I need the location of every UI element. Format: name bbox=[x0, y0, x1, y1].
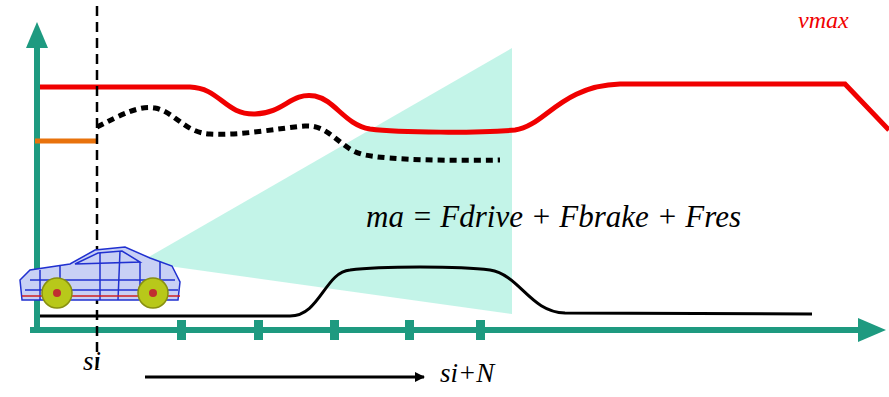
vmax-curve bbox=[40, 84, 889, 132]
horizon-arrow bbox=[145, 376, 424, 379]
start-position: si bbox=[83, 348, 101, 375]
horizon-end: si+N bbox=[440, 360, 494, 387]
vmax-label: vmax bbox=[798, 8, 849, 32]
axes bbox=[26, 22, 886, 342]
planned-speed bbox=[97, 107, 500, 160]
current-speed bbox=[35, 139, 97, 144]
dynamics-equation: ma = Fdrive + Fbrake + Fres bbox=[366, 201, 741, 232]
position-line bbox=[96, 6, 99, 372]
wheels bbox=[42, 278, 168, 308]
